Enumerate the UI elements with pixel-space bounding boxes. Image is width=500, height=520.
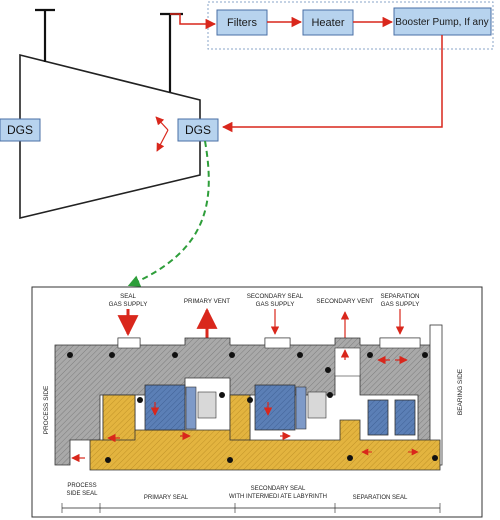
bearing-side-label: BEARING SIDE	[457, 368, 464, 415]
filters-box: Filters	[216, 9, 268, 36]
seal-gas-supply-label-2: GAS SUPPLY	[109, 301, 148, 308]
detail-callout-curve	[127, 140, 210, 287]
flow-arrows	[71, 349, 419, 463]
seal-cross-section: SEAL GAS SUPPLY PRIMARY VENT SECONDARY S…	[31, 286, 483, 518]
separation-seal-rings	[367, 399, 416, 436]
filters-label: Filters	[227, 17, 257, 29]
dgs-right-label: DGS	[185, 123, 211, 137]
top-labels: SEAL GAS SUPPLY PRIMARY VENT SECONDARY S…	[109, 293, 420, 308]
primary-vent-label: PRIMARY VENT	[184, 298, 230, 305]
dgs-left-label: DGS	[7, 123, 33, 137]
process-side-seal-label-1: PROCESS	[67, 483, 96, 489]
process-side-seal-label-2: SIDE SEAL	[66, 491, 98, 497]
dgs-left-box: DGS	[0, 118, 41, 142]
booster-to-dgs-line	[221, 35, 443, 133]
separation-gas-label-2: GAS SUPPLY	[381, 301, 420, 308]
separation-gas-label-1: SEPARATION	[381, 293, 420, 300]
secondary-seal-label-2: WITH INTERMEDI ATE LABYRINTH	[229, 494, 327, 500]
shaft-sleeve	[89, 394, 441, 471]
booster-pump-box: Booster Pump, If any	[393, 7, 492, 36]
discharge-to-filters-line	[170, 13, 217, 30]
secondary-seal-rings	[254, 384, 327, 431]
dgs-right-box: DGS	[177, 118, 219, 142]
compressor-body	[19, 53, 201, 220]
secondary-seal-gas-label-1: SECONDARY SEAL	[247, 293, 304, 300]
bottom-labels: PROCESS SIDE SEAL PRIMARY SEAL SECONDARY…	[66, 483, 408, 501]
port-arrows	[117, 307, 405, 340]
separation-seal-label: SEPARATION SEAL	[353, 495, 408, 501]
dimension-lines	[61, 503, 441, 513]
heater-label: Heater	[311, 17, 344, 29]
vent-leak-arrows	[155, 116, 169, 152]
o-rings	[67, 352, 438, 463]
heater-box: Heater	[302, 9, 354, 36]
secondary-seal-gas-label-2: GAS SUPPLY	[256, 301, 295, 308]
compressor-schematic: Filters Heater Booster Pump, If any DGS …	[0, 1, 494, 287]
seal-housing	[54, 324, 443, 466]
primary-seal-label: PRIMARY SEAL	[144, 495, 189, 501]
secondary-vent-label: SECONDARY VENT	[316, 298, 373, 305]
secondary-seal-label-1: SECONDARY SEAL	[251, 486, 306, 492]
seal-gas-supply-label-1: SEAL	[120, 293, 136, 300]
booster-pump-label: Booster Pump, If any	[395, 17, 488, 28]
process-side-label: PROCESS SIDE	[43, 385, 50, 434]
